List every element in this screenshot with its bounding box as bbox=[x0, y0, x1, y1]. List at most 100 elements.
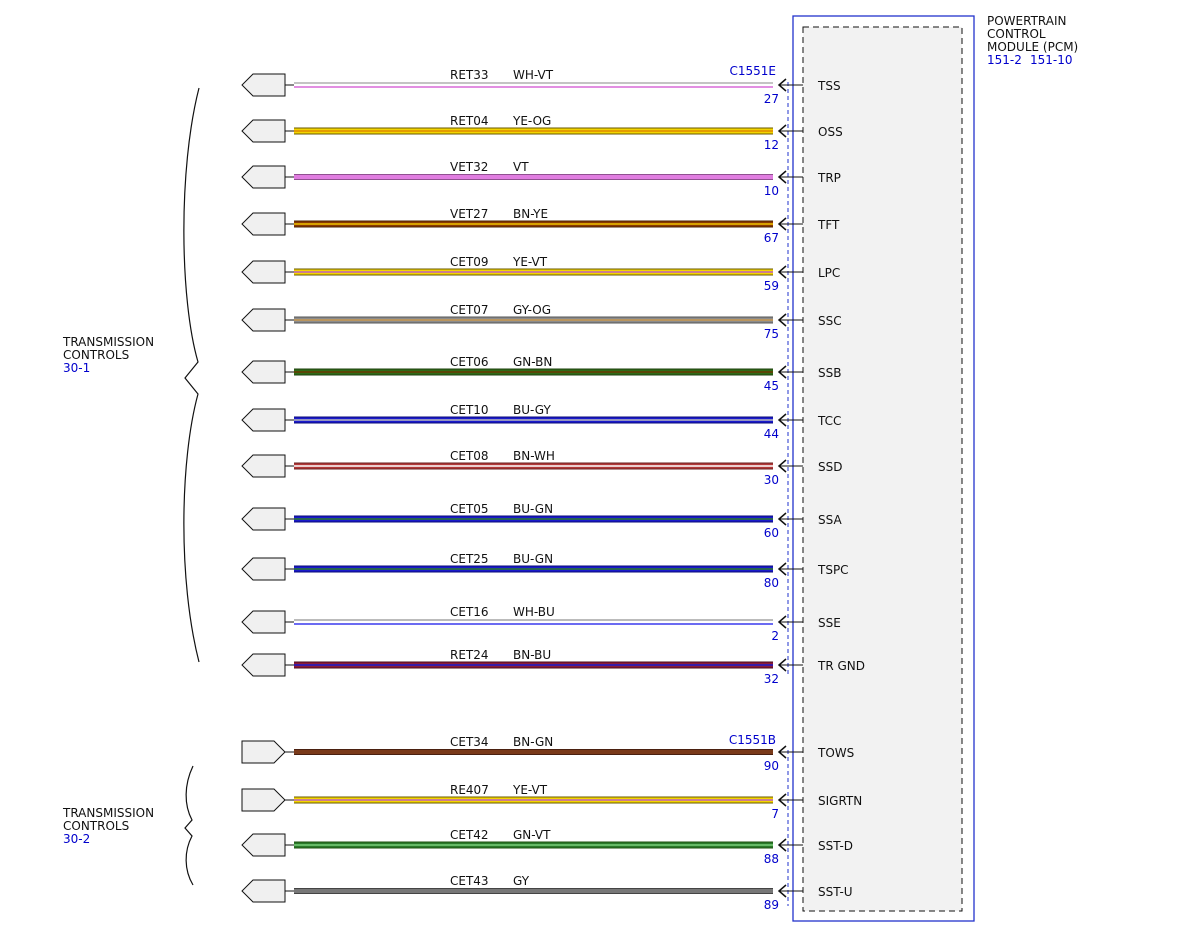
wire-circuit-label: RET33 bbox=[450, 68, 489, 82]
pin-number: 67 bbox=[764, 231, 779, 245]
pin-number: 90 bbox=[764, 759, 779, 773]
pcm-signal-label: LPC bbox=[818, 266, 840, 280]
pin-number: 60 bbox=[764, 526, 779, 540]
pcm-signal-label: TSPC bbox=[817, 563, 849, 577]
pcm-signal-label: TSS bbox=[817, 79, 841, 93]
harness-connector-icon bbox=[241, 610, 286, 634]
wire-color-label: VT bbox=[513, 160, 529, 174]
wire-circuit-label: CET43 bbox=[450, 874, 489, 888]
wire-color-label: BN-YE bbox=[513, 207, 548, 221]
pcm-module-inner bbox=[802, 26, 963, 912]
pcm-signal-label: TOWS bbox=[817, 746, 854, 760]
pin-number: 2 bbox=[771, 629, 779, 643]
pin-number: 59 bbox=[764, 279, 779, 293]
harness-connector-icon bbox=[241, 408, 286, 432]
wire-circuit-label: CET07 bbox=[450, 303, 489, 317]
wire-circuit-label: VET32 bbox=[450, 160, 488, 174]
harness-connector-icon bbox=[241, 740, 286, 764]
pcm-title-line2: CONTROL bbox=[987, 27, 1046, 41]
wire-circuit-label: CET10 bbox=[450, 403, 489, 417]
connector-c1551e-label: C1551E bbox=[730, 64, 777, 78]
wire-circuit-label: CET06 bbox=[450, 355, 489, 369]
pin-number: 88 bbox=[764, 852, 779, 866]
connector-c1551b-label: C1551B bbox=[729, 733, 776, 747]
wire-circuit-label: CET25 bbox=[450, 552, 489, 566]
harness-connector-icon bbox=[241, 833, 286, 857]
wire-color-label: WH-BU bbox=[513, 605, 555, 619]
wire-circuit-label: RE407 bbox=[450, 783, 489, 797]
pin-number: 80 bbox=[764, 576, 779, 590]
harness-connector-icon bbox=[241, 212, 286, 236]
wire-circuit-label: CET08 bbox=[450, 449, 489, 463]
group1-title-line2: CONTROLS bbox=[63, 348, 129, 362]
wire-color-label: BN-GN bbox=[513, 735, 553, 749]
pin-number: 32 bbox=[764, 672, 779, 686]
wire-color-label: YE-VT bbox=[512, 255, 548, 269]
wire-color-label: BU-GN bbox=[513, 502, 553, 516]
pcm-signal-label: SSB bbox=[818, 366, 841, 380]
wire-color-label: GY-OG bbox=[513, 303, 551, 317]
pin-number: 27 bbox=[764, 92, 779, 106]
pcm-title-line3: MODULE (PCM) bbox=[987, 40, 1078, 54]
pcm-signal-label: OSS bbox=[818, 125, 843, 139]
wire-circuit-label: RET04 bbox=[450, 114, 489, 128]
pin-number: 10 bbox=[764, 184, 779, 198]
wire-color-label: YE-VT bbox=[512, 783, 548, 797]
harness-connector-icon bbox=[241, 788, 286, 812]
harness-connector-icon bbox=[241, 454, 286, 478]
pcm-signal-label: SSC bbox=[818, 314, 842, 328]
group1-title-line1: TRANSMISSION bbox=[62, 335, 154, 349]
pcm-signal-label: TCC bbox=[817, 414, 841, 428]
group1-ref: 30-1 bbox=[63, 361, 90, 375]
group2-title-line1: TRANSMISSION bbox=[62, 806, 154, 820]
pcm-signal-label: SST-U bbox=[818, 885, 853, 899]
wire-color-label: WH-VT bbox=[513, 68, 554, 82]
harness-connector-icon bbox=[241, 879, 286, 903]
wire-color-label: YE-OG bbox=[512, 114, 551, 128]
pin-number: 30 bbox=[764, 473, 779, 487]
pcm-signal-label: TRP bbox=[817, 171, 841, 185]
pin-number: 89 bbox=[764, 898, 779, 912]
pcm-signal-label: SST-D bbox=[818, 839, 853, 853]
group2-ref: 30-2 bbox=[63, 832, 90, 846]
pcm-module-box bbox=[792, 15, 975, 922]
pcm-signal-label: TFT bbox=[817, 218, 840, 232]
pin-number: 12 bbox=[764, 138, 779, 152]
wire-color-label: GY bbox=[513, 874, 530, 888]
pcm-signal-label: SSE bbox=[818, 616, 841, 630]
pcm-title-line1: POWERTRAIN bbox=[987, 14, 1067, 28]
wire-color-label: GN-VT bbox=[513, 828, 551, 842]
pin-number: 45 bbox=[764, 379, 779, 393]
harness-connector-icon bbox=[241, 360, 286, 384]
pcm-signal-label: SIGRTN bbox=[818, 794, 862, 808]
wire-circuit-label: CET34 bbox=[450, 735, 489, 749]
wire-circuit-label: CET16 bbox=[450, 605, 489, 619]
harness-connector-icon bbox=[241, 260, 286, 284]
harness-connector-icon bbox=[241, 73, 286, 97]
wire-color-label: BN-BU bbox=[513, 648, 551, 662]
pcm-signal-label: SSD bbox=[818, 460, 842, 474]
pin-number: 7 bbox=[771, 807, 779, 821]
wire-color-label: BN-WH bbox=[513, 449, 555, 463]
pcm-ref-2: 151-10 bbox=[1030, 53, 1073, 67]
harness-connector-icon bbox=[241, 507, 286, 531]
pcm-signal-label: SSA bbox=[818, 513, 842, 527]
pin-number: 44 bbox=[764, 427, 779, 441]
group2-title-line2: CONTROLS bbox=[63, 819, 129, 833]
group1-brace bbox=[183, 87, 200, 663]
group2-brace bbox=[184, 765, 194, 886]
pin-number: 75 bbox=[764, 327, 779, 341]
wire-circuit-label: VET27 bbox=[450, 207, 488, 221]
wire-color-label: BU-GN bbox=[513, 552, 553, 566]
wire-color-label: BU-GY bbox=[513, 403, 551, 417]
wire-circuit-label: CET42 bbox=[450, 828, 489, 842]
harness-connector-icon bbox=[241, 557, 286, 581]
wire-circuit-label: RET24 bbox=[450, 648, 489, 662]
wire-circuit-label: CET09 bbox=[450, 255, 489, 269]
harness-connector-icon bbox=[241, 308, 286, 332]
harness-connector-icon bbox=[241, 119, 286, 143]
pcm-signal-label: TR GND bbox=[817, 659, 865, 673]
harness-connector-icon bbox=[241, 653, 286, 677]
pcm-ref-1: 151-2 bbox=[987, 53, 1022, 67]
